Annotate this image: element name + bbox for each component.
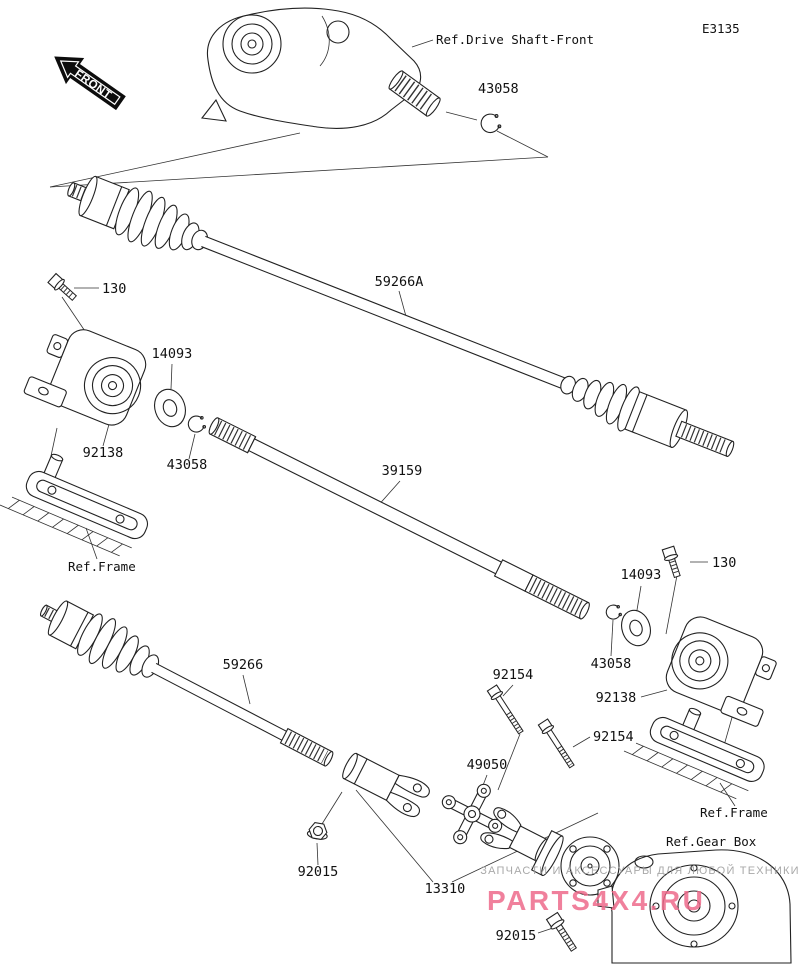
output-shaft-stub xyxy=(388,70,441,117)
rear-axle-drawing xyxy=(39,600,334,767)
part-label-washer-left: 14093 xyxy=(152,346,193,362)
leader-lines xyxy=(44,39,736,934)
bolt-left-drawing xyxy=(47,272,78,302)
part-label-snap-ring-left: 43058 xyxy=(167,457,208,473)
part-label-washer-right: 14093 xyxy=(621,567,662,583)
part-label-propeller-shaft: 39159 xyxy=(382,463,423,479)
part-label-joint-bolt-lower: 92154 xyxy=(593,729,634,745)
washer-right-drawing xyxy=(621,609,651,647)
watermark-brand: PARTS4X4.RU xyxy=(487,885,705,916)
front-axle-drawing xyxy=(67,175,735,458)
nut-front-drawing xyxy=(306,821,328,841)
part-label-universal-joint: 49050 xyxy=(467,757,508,773)
front-diff-housing-drawing xyxy=(200,7,441,129)
part-label-front-axle: 59266A xyxy=(375,274,424,290)
part-label-snap-ring-right: 43058 xyxy=(591,656,632,672)
nut-rear-bolt-drawing xyxy=(545,911,577,952)
bearing-holder-left-drawing xyxy=(23,329,147,426)
part-label-bolt-right: 130 xyxy=(712,555,736,571)
ref-frame-left-label: Ref.Frame xyxy=(68,559,136,574)
part-label-nut-rear: 92015 xyxy=(496,928,537,944)
flange-yoke-drawing xyxy=(480,807,564,877)
companion-flange-drawing xyxy=(560,836,620,896)
part-label-bearing-holder-left: 92138 xyxy=(83,445,124,461)
ref-gear-box-label: Ref.Gear Box xyxy=(666,834,757,849)
page-code-label: E3135 xyxy=(702,21,740,36)
ref-frame-right-label: Ref.Frame xyxy=(700,805,768,820)
part-label-snap-ring-top: 43058 xyxy=(478,81,519,97)
front-direction-arrow: FRONT xyxy=(54,56,126,111)
snap-ring-top-drawing xyxy=(480,113,502,134)
watermark: ЗАПЧАСТИ И АКСЕССУАРЫ ДЛЯ ЛЮБОЙ ТЕХНИКИ … xyxy=(480,864,800,916)
frame-bracket-left-drawing xyxy=(0,453,149,557)
washer-left-drawing xyxy=(154,388,186,428)
part-label-drive-shaft-assy: 13310 xyxy=(425,881,466,897)
gear-box-drawing xyxy=(597,849,792,964)
joint-bolt-lower-drawing xyxy=(537,718,575,769)
snap-ring-right-drawing xyxy=(605,604,622,620)
ref-drive-shaft-front-label: Ref.Drive Shaft-Front xyxy=(436,32,594,47)
universal-joint-cross-drawing xyxy=(441,783,503,845)
part-label-bearing-holder-right: 92138 xyxy=(596,690,637,706)
propeller-shaft-drawing xyxy=(208,417,590,620)
bearing-holder-right-drawing xyxy=(665,616,777,727)
snap-ring-left-drawing xyxy=(187,415,207,433)
part-label-bolt-left: 130 xyxy=(102,281,126,297)
bolt-right-drawing xyxy=(661,545,681,579)
watermark-text-line: ЗАПЧАСТИ И АКСЕССУАРЫ ДЛЯ ЛЮБОЙ ТЕХНИКИ xyxy=(480,864,800,877)
joint-bolt-upper-drawing xyxy=(486,684,524,735)
part-label-rear-axle: 59266 xyxy=(223,657,264,673)
frame-bracket-right-drawing xyxy=(623,707,765,800)
part-label-joint-bolt-upper: 92154 xyxy=(493,667,534,683)
part-label-nut-front: 92015 xyxy=(298,864,339,880)
slip-yoke-drawing xyxy=(342,752,430,818)
